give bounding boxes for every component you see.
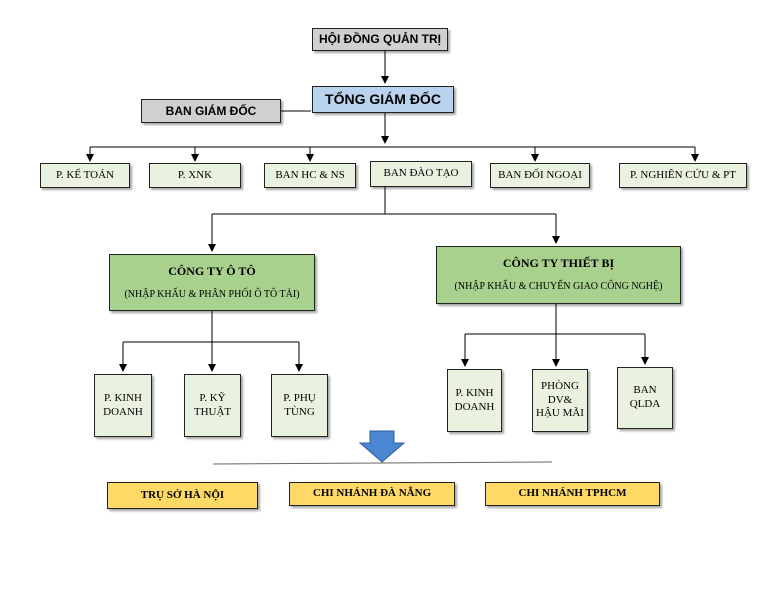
company-auto-title: CÔNG TY Ô TÔ <box>168 263 256 278</box>
unit-label: P. KỸ THUẬT <box>193 391 232 418</box>
company-auto-subtitle: (NHẬP KHẨU & PHÂN PHỐI Ô TÔ TẢI) <box>124 288 300 300</box>
unit-label: P. PHỤ TÙNG <box>283 391 316 418</box>
department-label: BAN HC & NS <box>275 168 345 181</box>
directors-box: BAN GIÁM ĐỐC <box>141 99 281 123</box>
down-arrow-icon <box>358 430 406 463</box>
department-label: P. XNK <box>177 168 213 181</box>
company-equipment-box: CÔNG TY THIẾT BỊ (NHẬP KHẨU & CHUYỂN GIA… <box>436 246 681 304</box>
unit-label: P. KINH DOANH <box>454 386 495 413</box>
office-label: TRỤ SỞ HÀ NỘI <box>140 488 225 501</box>
unit-box: P. PHỤ TÙNG <box>271 374 328 437</box>
department-box: BAN HC & NS <box>264 163 356 188</box>
board-box: HỘI ĐỒNG QUẢN TRỊ <box>312 28 448 51</box>
office-box: TRỤ SỞ HÀ NỘI <box>107 482 258 509</box>
office-box: CHI NHÁNH ĐÀ NẴNG <box>289 482 455 506</box>
department-box: P. KẾ TOÁN <box>40 163 130 188</box>
office-label: CHI NHÁNH ĐÀ NẴNG <box>312 487 432 500</box>
ceo-label: TỔNG GIÁM ĐỐC <box>325 90 441 107</box>
department-box: BAN ĐÀO TẠO <box>370 161 472 187</box>
department-label: BAN ĐÀO TẠO <box>383 167 459 180</box>
unit-label: P. KINH DOANH <box>103 391 143 418</box>
department-label: P. NGHIÊN CỨU & PT <box>629 168 736 181</box>
board-label: HỘI ĐỒNG QUẢN TRỊ <box>319 32 441 46</box>
unit-box: BAN QLDA <box>617 367 673 429</box>
unit-box: PHÒNG DV& HẬU MÃI <box>532 369 588 432</box>
office-box: CHI NHÁNH TPHCM <box>485 482 660 506</box>
office-label: CHI NHÁNH TPHCM <box>518 487 627 500</box>
unit-box: P. KINH DOANH <box>94 374 152 437</box>
company-auto-box: CÔNG TY Ô TÔ (NHẬP KHẨU & PHÂN PHỐI Ô TÔ… <box>109 254 315 311</box>
department-box: P. NGHIÊN CỨU & PT <box>619 163 747 188</box>
unit-box: P. KINH DOANH <box>447 369 502 432</box>
unit-box: P. KỸ THUẬT <box>184 374 241 437</box>
company-equipment-title: CÔNG TY THIẾT BỊ <box>502 256 615 271</box>
separator-line <box>212 461 553 465</box>
unit-label: BAN QLDA <box>629 384 661 410</box>
department-box: BAN ĐỐI NGOẠI <box>490 163 590 188</box>
unit-label: PHÒNG DV& HẬU MÃI <box>536 379 584 420</box>
directors-label: BAN GIÁM ĐỐC <box>165 103 257 118</box>
department-box: P. XNK <box>149 163 241 188</box>
company-equipment-subtitle: (NHẬP KHẨU & CHUYỂN GIAO CÔNG NGHỆ) <box>454 281 663 293</box>
department-label: BAN ĐỐI NGOẠI <box>498 168 582 181</box>
department-label: P. KẾ TOÁN <box>56 168 114 181</box>
ceo-box: TỔNG GIÁM ĐỐC <box>312 86 454 113</box>
